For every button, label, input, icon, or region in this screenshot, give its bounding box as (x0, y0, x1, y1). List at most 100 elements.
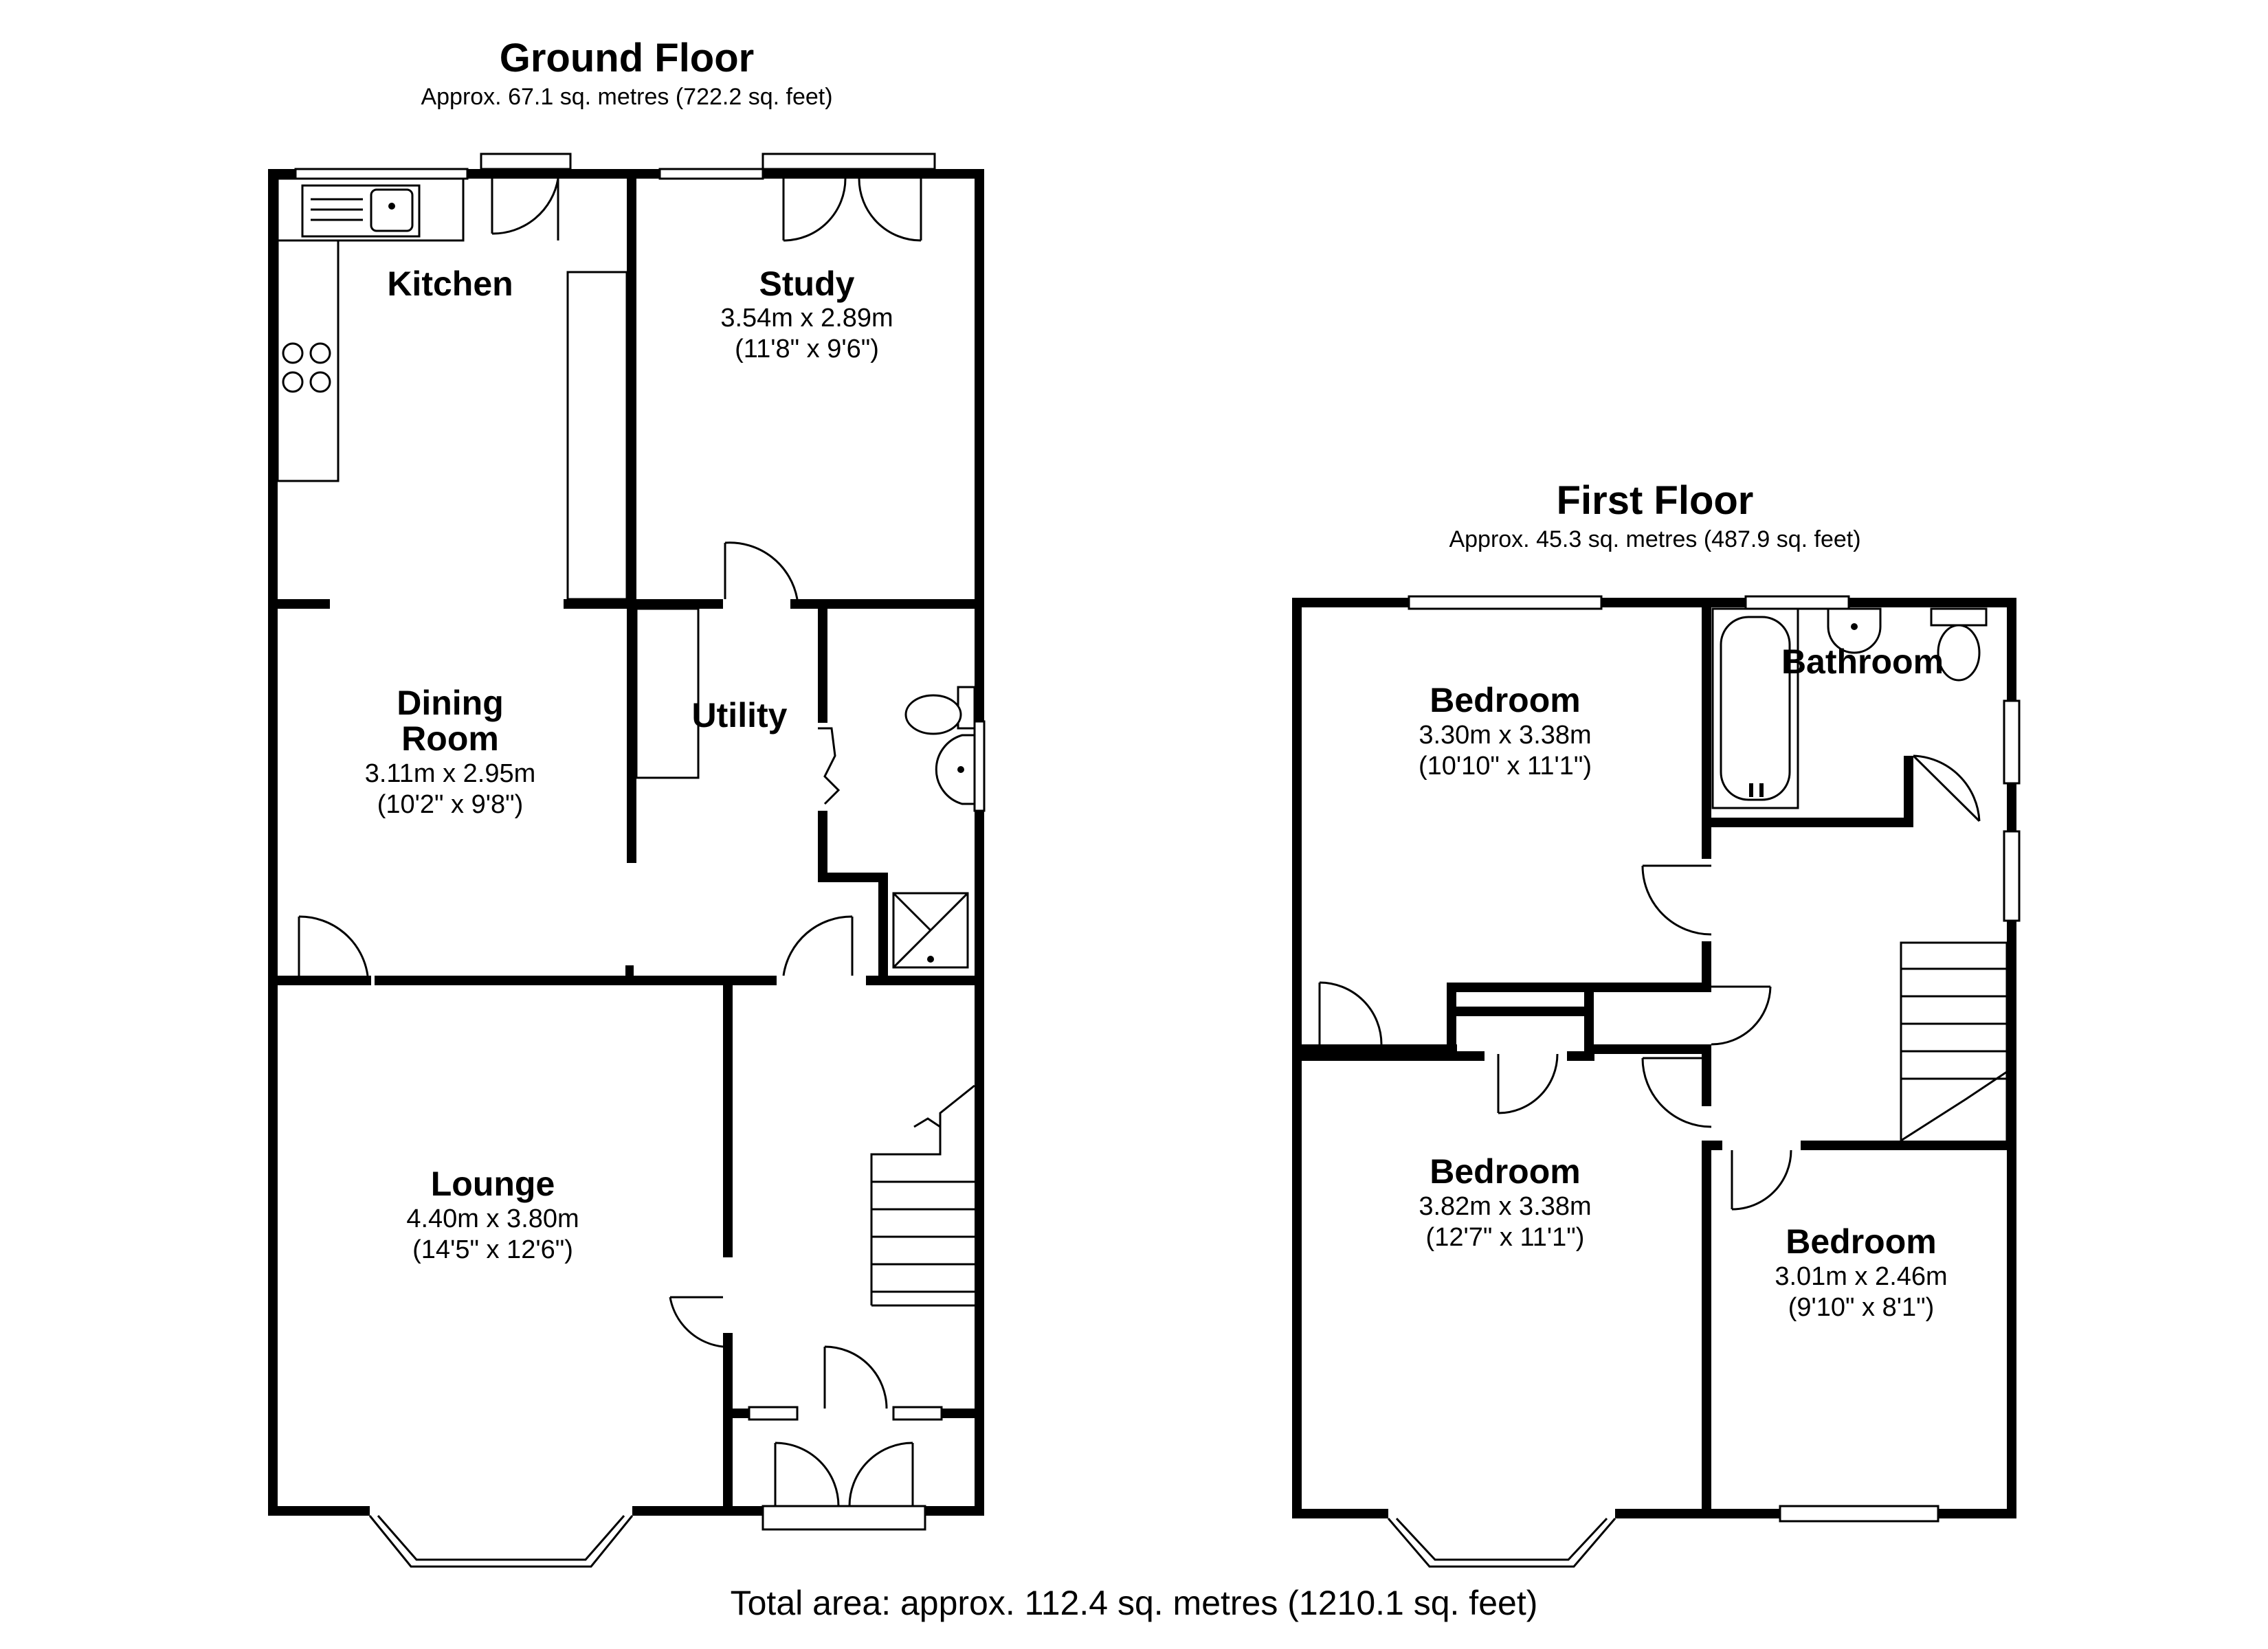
wall (866, 976, 984, 985)
kitchen-label: Kitchen (387, 265, 513, 303)
window (748, 1406, 799, 1421)
wall (723, 1333, 733, 1516)
window (2003, 830, 2021, 922)
door-icon (724, 541, 799, 600)
wall (627, 169, 636, 863)
sink-icon (301, 184, 421, 238)
window (294, 168, 469, 180)
first-floor-plan (1292, 595, 2021, 1568)
wall (1711, 818, 1911, 827)
wall (818, 873, 887, 882)
wall (1292, 1509, 1388, 1518)
wall (1702, 941, 1711, 989)
wall (1292, 1051, 1485, 1061)
wall (1584, 983, 1594, 1054)
door-icon (1731, 1149, 1792, 1211)
bedroom1-label: Bedroom (1430, 681, 1580, 719)
staircase-icon (1900, 941, 2008, 1143)
door-icon (818, 727, 841, 805)
wall (268, 1506, 370, 1516)
first-floor-area: Approx. 45.3 sq. metres (487.9 sq. feet) (1449, 526, 1860, 552)
ground-floor-area: Approx. 67.1 sq. metres (722.2 sq. feet) (421, 84, 832, 110)
door-icon (491, 178, 559, 240)
wall (625, 965, 634, 979)
window (892, 1406, 943, 1421)
door-icon (1497, 1053, 1559, 1114)
wall (1702, 1051, 1711, 1106)
wall (1702, 1141, 1711, 1518)
wall (878, 873, 888, 983)
lounge-label: Lounge (431, 1165, 555, 1203)
wall (723, 983, 733, 1257)
study-imperial: (11'8" x 9'6") (735, 335, 879, 363)
bedroom3-metric: 3.01m x 2.46m (1775, 1262, 1947, 1291)
wall (818, 599, 827, 723)
window (480, 153, 572, 170)
utility-worktop (635, 607, 700, 779)
shower-tray-icon (892, 892, 969, 969)
ground-floor-title: Ground Floor (500, 36, 755, 80)
wall (1584, 1044, 1711, 1054)
wall (1292, 598, 2016, 607)
basin-icon (1827, 607, 1882, 654)
staircase-icon (870, 1084, 975, 1307)
bedroom1-imperial: (10'10" x 11'1") (1419, 752, 1592, 781)
bedroom1-metric: 3.30m x 3.38m (1419, 721, 1591, 750)
lounge-metric: 4.40m x 3.80m (406, 1204, 579, 1233)
door-icon (782, 915, 854, 976)
wall (1447, 983, 1456, 1054)
basin-icon (935, 720, 986, 812)
bedroom2-label: Bedroom (1430, 1152, 1580, 1191)
window (1408, 595, 1603, 610)
bedroom2-imperial: (12'7" x 11'1") (1426, 1223, 1585, 1252)
wall (1702, 598, 1711, 859)
window (1779, 1505, 1939, 1523)
wall (268, 599, 330, 609)
door-icon (1641, 864, 1712, 936)
window (658, 168, 764, 180)
wall (268, 976, 371, 985)
toilet-icon (904, 686, 976, 735)
bathroom-label: Bathroom (1781, 642, 1944, 681)
wall (975, 169, 984, 1516)
wall (1447, 1007, 1584, 1016)
door-icon (823, 1345, 888, 1409)
study-metric: 3.54m x 2.89m (720, 304, 893, 333)
wall (1702, 1141, 1722, 1150)
wall (375, 976, 777, 985)
wall (1567, 1051, 1594, 1061)
dining-metric: 3.11m x 2.95m (365, 759, 536, 788)
wall (1904, 756, 1913, 827)
hob-icon (282, 342, 331, 393)
ground-floor-plan (268, 153, 986, 1568)
lounge-imperial: (14'5" x 12'6") (412, 1235, 573, 1264)
wall (1447, 983, 1711, 992)
wall (790, 599, 984, 609)
wall (268, 169, 278, 1516)
wall (2007, 598, 2016, 1518)
window (1744, 595, 1850, 610)
door-icon (1318, 981, 1383, 1045)
utility-label: Utility (692, 696, 788, 734)
french-door-icon (761, 1442, 926, 1531)
door-icon (1711, 985, 1772, 1046)
toilet-icon (1930, 607, 1988, 682)
door-icon (1641, 1057, 1712, 1128)
study-label: Study (759, 265, 855, 303)
window (2003, 699, 2021, 785)
first-floor-title: First Floor (1557, 478, 1754, 523)
door-icon (298, 915, 369, 976)
wall (818, 811, 827, 879)
wall (564, 599, 723, 609)
total-area: Total area: approx. 112.4 sq. metres (12… (731, 1584, 1538, 1622)
door-icon (1912, 754, 1981, 822)
dining-imperial: (10'2" x 9'8") (377, 790, 524, 819)
bedroom3-imperial: (9'10" x 8'1") (1788, 1293, 1935, 1322)
bay-window (1387, 1517, 1616, 1568)
dining-label-line1: Dining (397, 684, 504, 722)
french-door-icon (782, 178, 922, 242)
kitchen-counter (566, 271, 628, 601)
dining-label-line2: Room (401, 719, 499, 758)
bedroom2-metric: 3.82m x 3.38m (1419, 1192, 1591, 1221)
